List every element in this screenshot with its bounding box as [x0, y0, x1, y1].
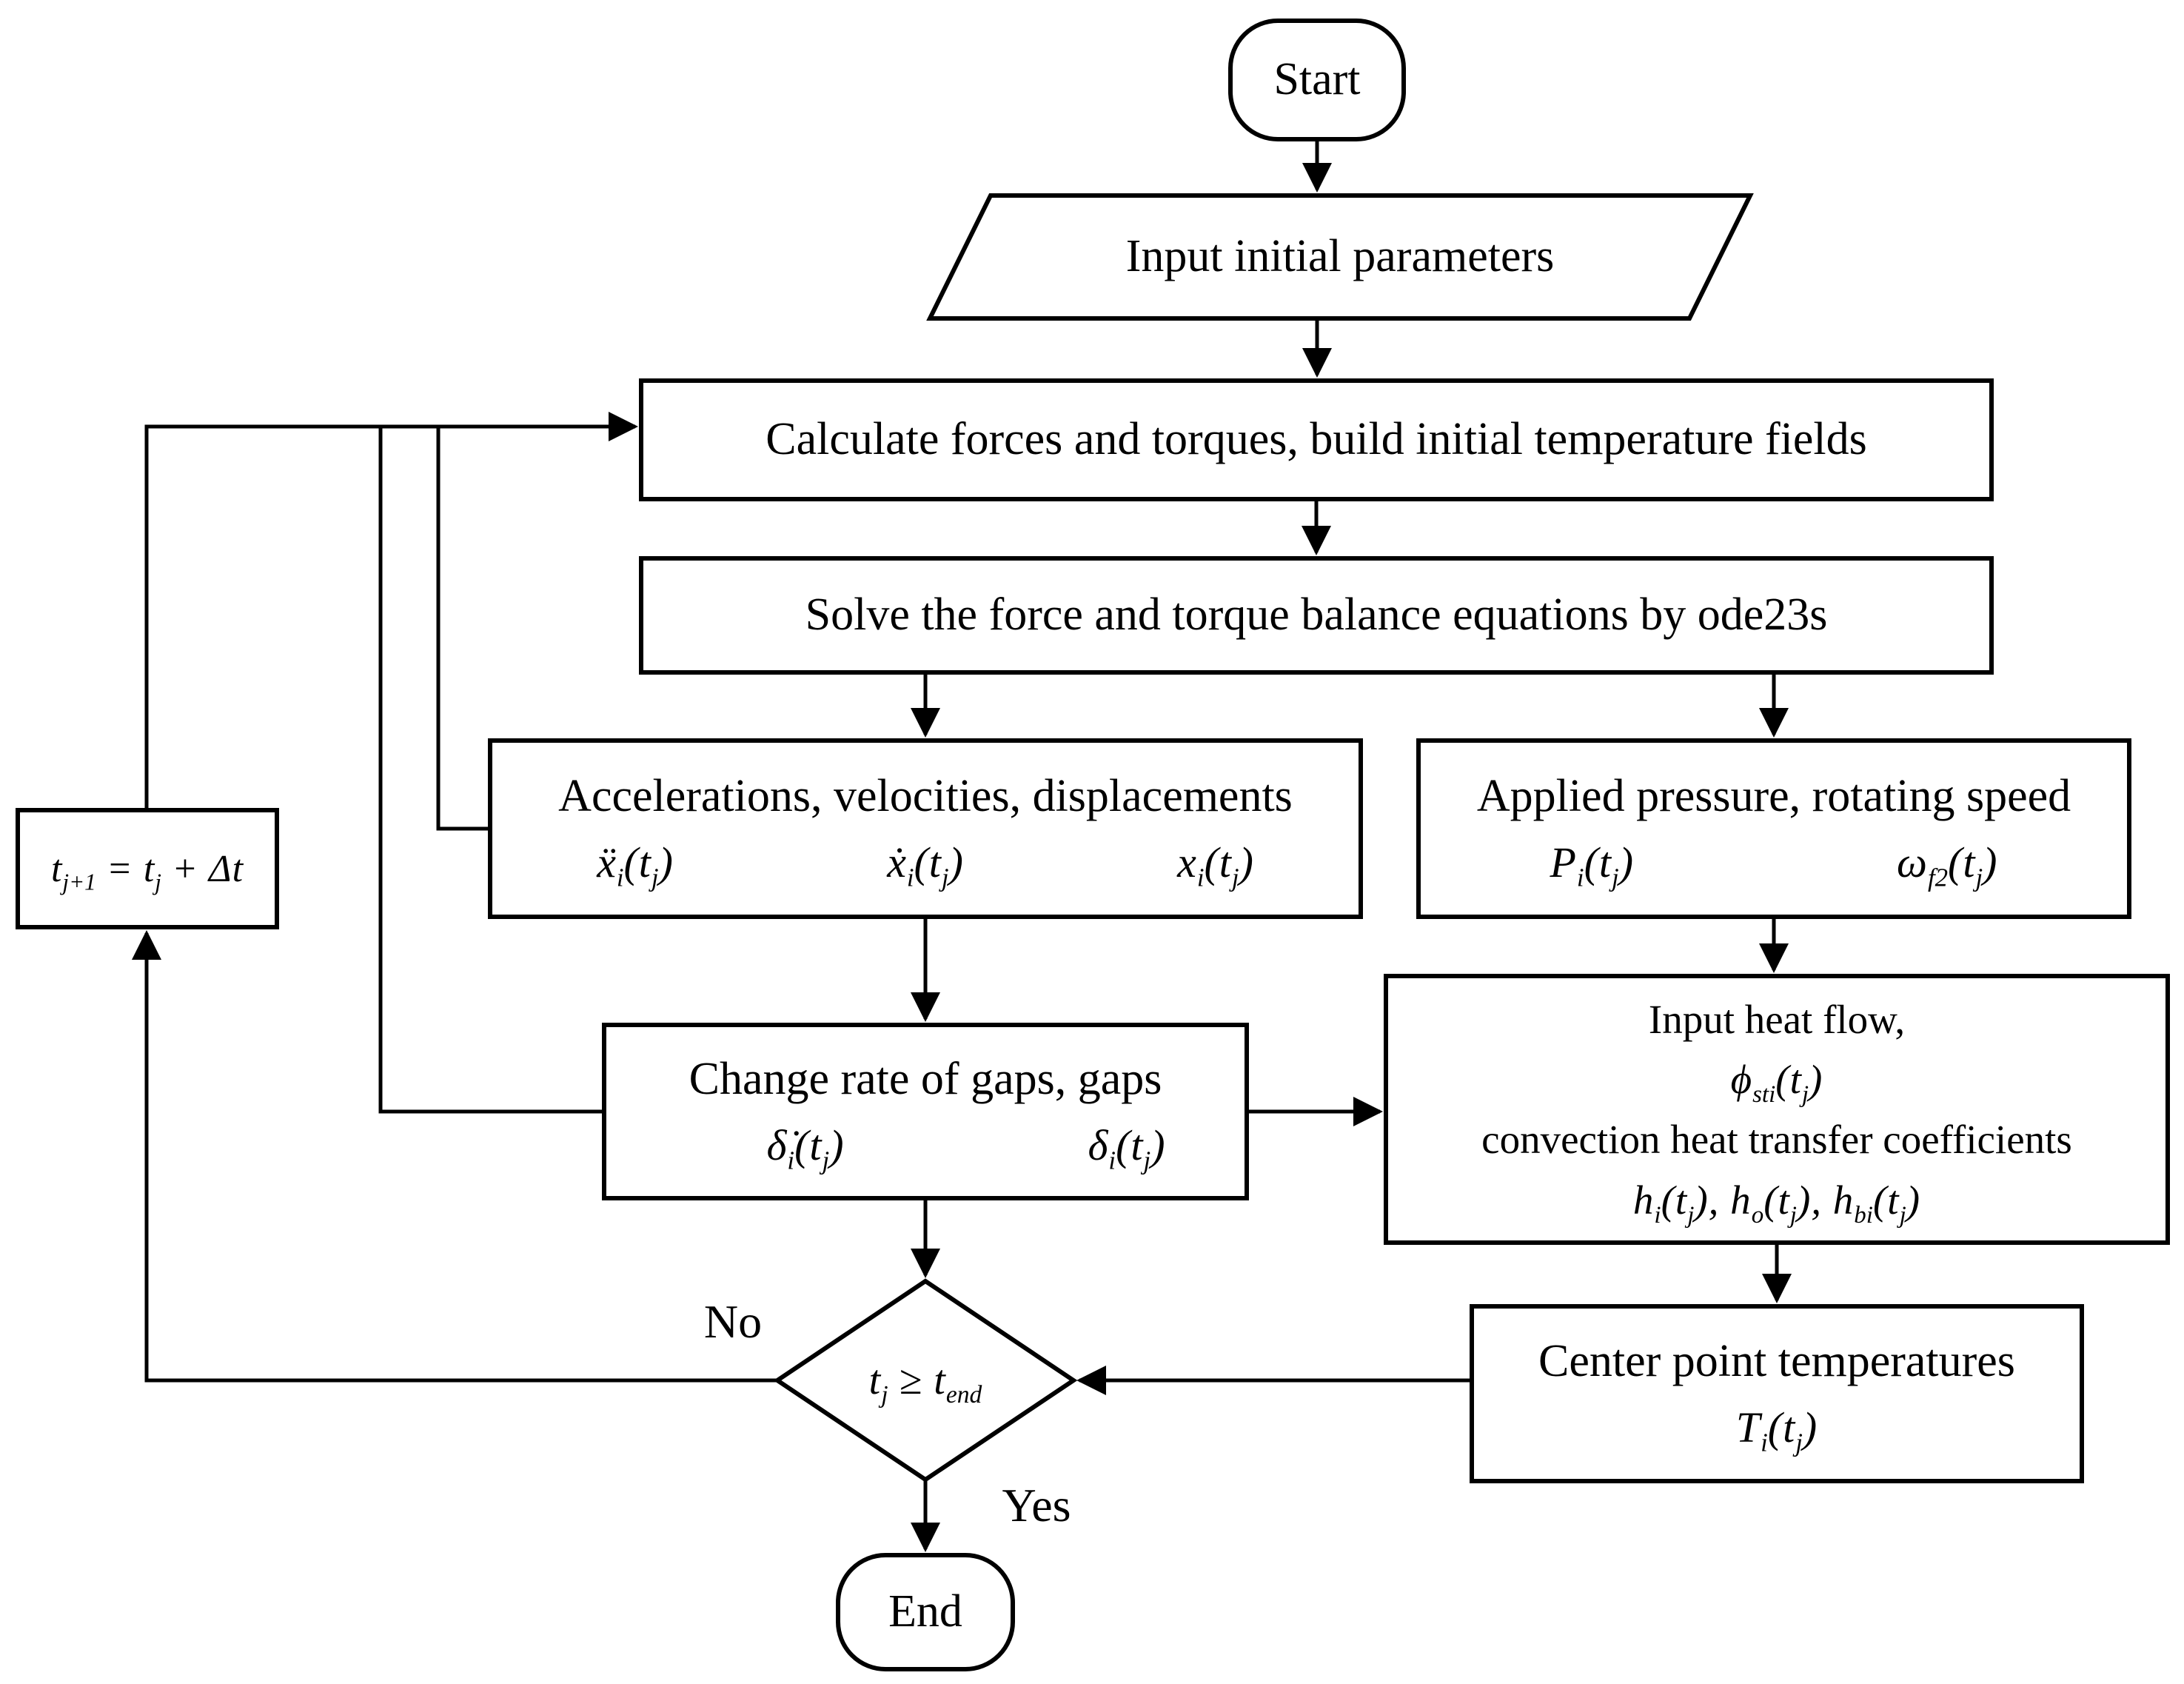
- calc-forces-shape: [639, 378, 1994, 501]
- decision-shape: [773, 1278, 1078, 1483]
- heat-flow-label-top: Input heat flow,: [1648, 996, 1906, 1042]
- heat-flow-label-bottom: convection heat transfer coefficients: [1481, 1117, 2072, 1162]
- time-step-shape: [16, 808, 279, 929]
- gaps-shape: [602, 1023, 1249, 1200]
- edge-timestep-to-calc: [144, 412, 638, 810]
- decision-math: tj ≥ tend: [868, 1357, 982, 1409]
- accelerations-label: Accelerations, velocities, displacements: [558, 771, 1293, 821]
- node-input-params: Input initial parameters: [952, 196, 1728, 318]
- applied-pressure-label: Applied pressure, rotating speed: [1476, 771, 2071, 821]
- solve-ode-shape: [639, 556, 1994, 675]
- node-decision: tj ≥ tend: [777, 1329, 1073, 1432]
- end-shape: [836, 1553, 1015, 1671]
- node-gaps: Change rate of gaps, gaps δ̇i(tj) δi(tj): [604, 1025, 1247, 1198]
- node-end: End: [838, 1555, 1013, 1669]
- node-heat-flow: Input heat flow, ϕsti(tj) convection hea…: [1386, 976, 2168, 1243]
- edge-gaps-feedback: [378, 427, 604, 1114]
- edge-accel-feedback: [436, 427, 490, 831]
- center-temps-label: Center point temperatures: [1538, 1336, 2015, 1386]
- center-temps-math: Ti(tj): [1735, 1403, 1818, 1457]
- input-params-shape: [926, 193, 1754, 321]
- accelerations-math-row: ẍi(tj) ẋi(tj) xi(tj): [446, 836, 1405, 890]
- gaps-math-1: δ̇i(tj): [766, 1120, 845, 1175]
- center-temps-shape: [1470, 1304, 2084, 1483]
- accel-math-3: xi(tj): [1177, 838, 1254, 892]
- gaps-label: Change rate of gaps, gaps: [689, 1054, 1162, 1104]
- end-label: End: [888, 1586, 962, 1637]
- gaps-math-2: δi(tj): [1088, 1120, 1166, 1175]
- applied-math-2: ωf2(tj): [1897, 838, 1998, 892]
- applied-math-1: Pi(tj): [1550, 838, 1635, 892]
- node-center-temps: Center point temperatures Ti(tj): [1472, 1306, 2082, 1481]
- edge-decision-no-to-timestep: [132, 930, 777, 1383]
- solve-ode-label: Solve the force and torque balance equat…: [805, 589, 1828, 641]
- calc-forces-label: Calculate forces and torques, build init…: [766, 414, 1867, 465]
- edge-label-no: No: [703, 1295, 763, 1348]
- node-time-step: tj+1 = tj + Δt: [18, 810, 277, 927]
- node-calc-forces: Calculate forces and torques, build init…: [641, 381, 1992, 499]
- accel-math-2: ẋi(tj): [887, 838, 964, 892]
- start-shape: [1228, 19, 1406, 141]
- heat-flow-shape: [1384, 974, 2170, 1245]
- node-solve-ode: Solve the force and torque balance equat…: [641, 558, 1992, 672]
- accelerations-shape: [488, 738, 1363, 919]
- heat-flow-math-bottom: hi(tj), ho(tj), hbi(tj): [1632, 1177, 1921, 1229]
- gaps-math-row: δ̇i(tj) δi(tj): [541, 1119, 1310, 1173]
- applied-pressure-math-row: Pi(tj) ωf2(tj): [1367, 836, 2181, 890]
- heat-flow-math-top: ϕsti(tj): [1730, 1057, 1823, 1109]
- edge-label-yes: Yes: [1002, 1479, 1071, 1531]
- node-start: Start: [1230, 21, 1404, 139]
- node-applied-pressure: Applied pressure, rotating speed Pi(tj) …: [1418, 741, 2129, 917]
- input-params-label: Input initial parameters: [1125, 231, 1555, 282]
- node-accelerations: Accelerations, velocities, displacements…: [490, 741, 1361, 917]
- start-label: Start: [1273, 54, 1361, 105]
- accel-math-1: ẍi(tj): [597, 838, 674, 892]
- time-step-math: tj+1 = tj + Δt: [50, 847, 244, 895]
- applied-pressure-shape: [1416, 738, 2131, 919]
